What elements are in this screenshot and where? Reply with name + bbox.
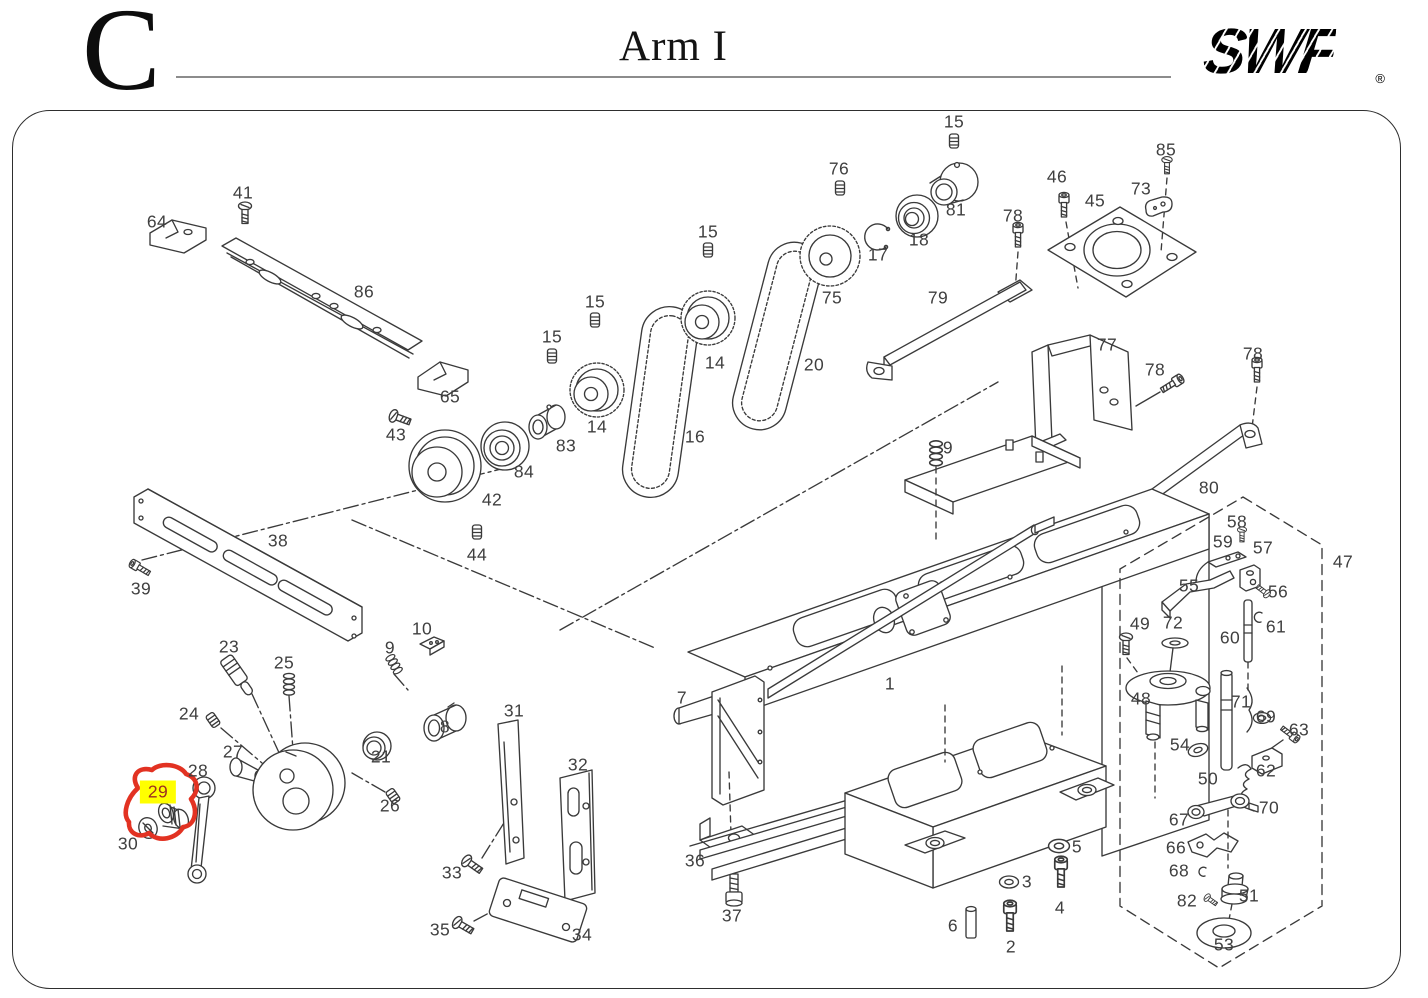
part-24-set-screw [204, 711, 222, 729]
part-15-set-screw [948, 133, 960, 149]
part-76-set-screw [834, 180, 846, 196]
part-2-cap-screw [1002, 899, 1018, 932]
part-84-bearing [480, 421, 530, 471]
part-15-set-screw [702, 242, 714, 258]
part-33-screw [458, 852, 486, 877]
title-rule [176, 76, 1171, 78]
part-78-cap-screw [1158, 372, 1187, 396]
swf-logo: SWF ® [1200, 15, 1385, 88]
part-81-bushing [929, 161, 979, 206]
part-78-cap-screw [1251, 356, 1263, 383]
part-31-plate [497, 719, 525, 865]
part-53-washer [1196, 917, 1252, 949]
part-8-bushing [423, 702, 467, 742]
section-letter: C [82, 0, 161, 115]
part-68-snap-ring [1198, 866, 1207, 877]
inset-boundary [1119, 496, 1323, 969]
bed-casting [689, 721, 1115, 889]
part-72-washer [1161, 637, 1189, 673]
part-27-crank-pulley [252, 742, 346, 831]
part-5-washer [1047, 838, 1071, 854]
part-82-screw [1202, 892, 1220, 909]
part-54-washer [1187, 742, 1209, 758]
part-15-set-screw [589, 312, 601, 328]
part-21-collar [362, 731, 392, 761]
part-26-set-screw [384, 787, 402, 805]
registered-trademark-icon: ® [1375, 71, 1385, 86]
part-38-slotted-bar [133, 488, 363, 642]
part-7-front-support [673, 675, 765, 806]
part-78-cap-screw [1012, 221, 1024, 248]
part-83-bushing [528, 404, 566, 440]
part-28-connecting-rod [187, 776, 216, 884]
part-35-screw [449, 914, 477, 938]
part-77-bracket [1031, 334, 1133, 450]
part-4-cap-screw [1053, 855, 1069, 888]
part-61-snap-ring [1253, 611, 1263, 623]
part-86-guide-rail [221, 237, 423, 359]
part-51-tension-spool [1220, 872, 1249, 905]
part-14-timing-pulley-lower [569, 362, 625, 418]
part-71-needle-bar [1220, 669, 1253, 771]
page-title: Arm I [619, 23, 728, 70]
part-66-thread-guide-plate [1187, 832, 1239, 858]
part-64-stopper-block [149, 219, 207, 254]
part-20-timing-belt [731, 241, 823, 431]
part-73-lever [1144, 196, 1173, 217]
part-79-cover-bracket [866, 281, 1027, 381]
part-58-screw [1236, 526, 1248, 543]
part-9-spring [928, 440, 944, 467]
part-17-snap-ring [864, 223, 891, 251]
part-39-cap-screw [127, 557, 153, 578]
part-15-set-screw [546, 348, 558, 364]
part-62-guide-block [1251, 747, 1283, 775]
part-34-cover-plate [488, 877, 588, 943]
part-44-set-screw [471, 524, 483, 540]
part-42-pulley [408, 429, 482, 503]
part-37-screw [725, 873, 743, 907]
highlight-ring [123, 762, 199, 841]
part-14-timing-pulley-upper [680, 290, 736, 346]
part-23-plunger [220, 654, 253, 696]
part-67-roller-arm [1187, 793, 1259, 820]
part-85-screw [1161, 156, 1173, 175]
part-41-screw [237, 201, 253, 225]
part-18-bearing [895, 194, 939, 238]
part-9-spring [384, 652, 404, 676]
part-75-gear [799, 225, 861, 287]
part-48-flange-base [1125, 670, 1211, 741]
part-43-screw [386, 407, 413, 429]
part-3-washer [998, 875, 1020, 889]
part-60-rod [1243, 599, 1253, 691]
part-69-washer [1252, 711, 1272, 725]
diagram-border [12, 110, 1401, 989]
part-32-plate [559, 769, 596, 902]
part-55-lever [1161, 570, 1235, 619]
part-6-pin [965, 905, 977, 939]
part-10-key-block [419, 636, 445, 656]
part-59-bracket [1195, 551, 1247, 583]
part-45-bearing-plate [1047, 206, 1197, 298]
part-16-timing-belt [621, 305, 699, 499]
part-25-spring [282, 672, 296, 696]
part-65-stopper-block [417, 361, 469, 397]
part-46-cap-screw [1058, 191, 1070, 218]
